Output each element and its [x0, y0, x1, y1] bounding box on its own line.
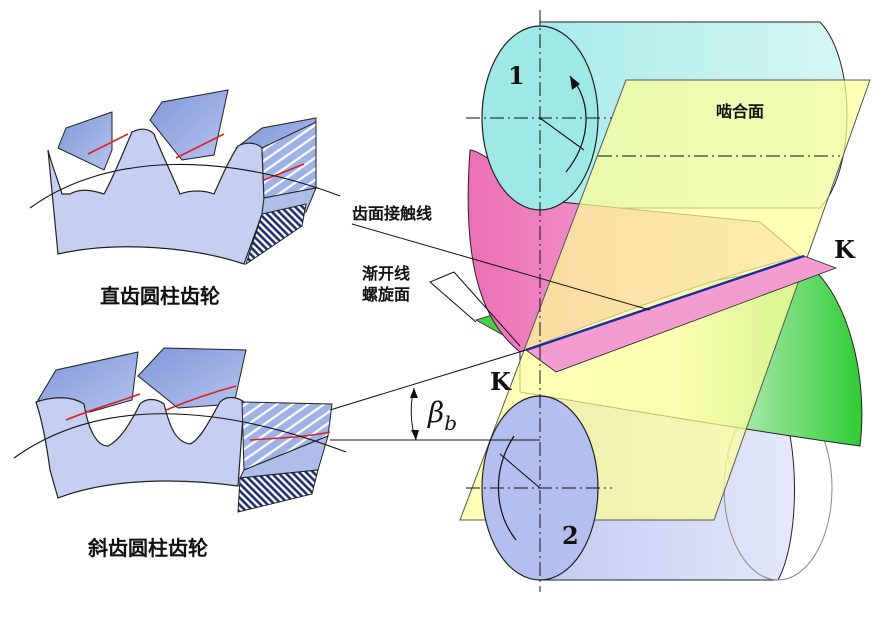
spur-gear [29, 89, 341, 266]
involute-label-line2: 螺旋面 [362, 285, 410, 304]
spur-gear-label: 直齿圆柱齿轮 [100, 284, 220, 308]
spur-tooth-top-2 [149, 89, 229, 161]
involute-label-line1: 渐开线 [362, 264, 410, 283]
spur-contact-line-3 [263, 163, 305, 181]
spur-gear-front-face [47, 128, 265, 265]
spur-contact-line-1 [87, 133, 129, 155]
helical-gear [13, 347, 347, 513]
beta-inclined-line [329, 349, 527, 411]
helical-gear-label: 斜齿圆柱齿轮 [87, 536, 208, 560]
cylinder-2-label: 2 [562, 521, 579, 550]
helical-contact-line-2 [165, 385, 237, 411]
center-lines [466, 10, 840, 592]
beta-b-label: βb [427, 396, 457, 435]
spur-pitch-circle [29, 163, 341, 209]
radius-line-2 [499, 453, 541, 489]
helical-contact-line-3 [249, 431, 331, 441]
mesh-plane-label: 啮合面 [716, 102, 764, 121]
helical-gear-front-face [35, 396, 245, 499]
contact-line-blue [525, 254, 805, 352]
point-k-upper-label: K [834, 235, 856, 264]
beta-arrow-top [410, 388, 418, 398]
helical-tooth-top-2 [137, 347, 247, 409]
cylinder-1-label: 1 [508, 61, 525, 90]
beta-subscript: b [444, 411, 457, 435]
spur-gear-hatched-section [245, 203, 307, 266]
helical-gear-hatched-section [237, 469, 319, 513]
point-k-lower-label: K [490, 367, 512, 396]
beta-arrow-bottom [411, 430, 419, 440]
involute-leader [429, 271, 477, 323]
contact-line-label: 齿面接触线 [352, 204, 432, 223]
involute-leader-2 [453, 271, 521, 347]
rotation-arrow-1-head [570, 76, 580, 90]
rotation-arrow-2 [497, 435, 517, 541]
beta-symbol: β [427, 396, 444, 429]
contact-line-leader [351, 223, 651, 311]
spur-contact-line-2 [175, 133, 225, 159]
helical-pitch-circle [13, 413, 347, 459]
spur-tooth-top-1 [57, 111, 113, 171]
radius-line-1 [539, 117, 585, 151]
helical-contact-line-1 [65, 393, 141, 421]
